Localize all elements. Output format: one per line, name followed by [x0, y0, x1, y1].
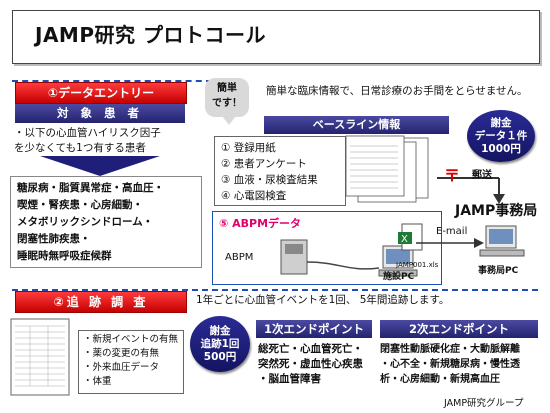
baseline-reward-line-2: データ１件	[474, 129, 528, 142]
secondary-endpoint-header: 2次エンドポイント	[380, 320, 538, 338]
checklist-item-4: ・体重	[83, 376, 112, 387]
primary-item-2: 突然死・虚血性心疾患	[258, 358, 363, 370]
down-arrow-icon	[40, 156, 160, 176]
followup-reward-badge: 謝金 追跡1回 500円	[190, 316, 250, 372]
condition-line-3: メタボリックシンドローム・	[17, 216, 154, 228]
followup-reward-line-3: 500円	[203, 350, 237, 363]
office-pc-label: 事務局PC	[478, 266, 519, 276]
callout-tail	[222, 116, 236, 125]
followup-description: 1年ごとに心血管イベントを1回、 5年間追跡します。	[196, 294, 450, 306]
followup-reward-line-1: 謝金	[209, 324, 231, 337]
checklist-item-1: ・新規イベントの有無	[83, 334, 179, 345]
criteria-text: ・以下の心血管ハイリスク因子 を少なくても1つ有する患者	[14, 126, 204, 156]
condition-line-1: 糖尿病・脂質異常症・高血圧・	[17, 182, 164, 194]
target-patients-header: 対 象 患 者	[15, 104, 185, 123]
primary-endpoint-list: 総死亡・心血管死亡・ 突然死・虚血性心疾患 ・脳血管障害	[258, 342, 363, 387]
baseline-header: ベースライン情報	[264, 116, 449, 134]
criteria-line-2: を少なくても1つ有する患者	[14, 142, 146, 154]
followup-checklist-box: ・新規イベントの有無 ・薬の変更の有無 ・外来血圧データ ・体重	[78, 330, 184, 394]
intro-text: 簡単な臨床情報で、日常診療のお手間をとらせません。	[266, 85, 528, 97]
baseline-list: ① 登録用紙 ② 患者アンケート ③ 血液・尿検査結果 ④ 心電図検査	[221, 140, 318, 204]
mail-arrow-icon	[437, 177, 505, 204]
secondary-item-1: 閉塞性動脈硬化症・大動脈解離	[380, 344, 520, 355]
simple-callout-line-2: です！	[212, 98, 242, 109]
section1-divider	[12, 80, 212, 82]
postal-mark: 〒	[444, 166, 461, 185]
conditions-list: 糖尿病・脂質異常症・高血圧・ 喫煙・腎疾患・心房細動・ メタボリックシンドローム…	[17, 180, 164, 265]
condition-line-2: 喫煙・腎疾患・心房細動・	[17, 199, 143, 211]
form-document-icon	[10, 318, 70, 396]
followup-checklist: ・新規イベントの有無 ・薬の変更の有無 ・外来血圧データ ・体重	[83, 333, 178, 389]
checklist-item-2: ・薬の変更の有無	[83, 348, 160, 359]
footer-credit: JAMP研究グループ	[444, 398, 524, 409]
conditions-box: 糖尿病・脂質異常症・高血圧・ 喫煙・腎疾患・心房細動・ メタボリックシンドローム…	[10, 176, 202, 268]
primary-item-3: ・脳血管障害	[258, 373, 321, 385]
baseline-reward-badge: 謝金 データ１件 1000円	[467, 110, 535, 162]
criteria-line-1: ・以下の心血管ハイリスク因子	[14, 127, 161, 139]
office-pc-icon	[479, 225, 525, 257]
baseline-item-2: ② 患者アンケート	[221, 158, 307, 170]
condition-line-5: 睡眠時無呼吸症候群	[17, 250, 112, 262]
abpm-item: ⑤ ABPMデータ	[219, 217, 302, 230]
secondary-item-2: ・心不全・新規糖尿病・慢性透	[380, 359, 520, 370]
mail-label: 郵送	[472, 170, 492, 181]
facility-pc-label: 施設PC	[383, 272, 415, 282]
simple-callout: 簡単 です！	[205, 78, 249, 117]
baseline-item-3: ③ 血液・尿検査結果	[221, 174, 318, 186]
secondary-endpoint-list: 閉塞性動脈硬化症・大動脈解離 ・心不全・新規糖尿病・慢性透 析・心房細動・新規高…	[380, 342, 520, 387]
checklist-item-3: ・外来血圧データ	[83, 362, 160, 373]
documents-icon	[345, 135, 429, 203]
section2-divider	[12, 289, 538, 291]
baseline-reward-line-1: 謝金	[490, 116, 512, 129]
primary-item-1: 総死亡・心血管死亡・	[258, 343, 363, 355]
title-box: JAMP研究 プロトコール	[12, 10, 540, 64]
office-title: JAMP事務局	[455, 203, 538, 219]
followup-reward-line-2: 追跡1回	[200, 337, 240, 350]
svg-text:X: X	[401, 234, 408, 245]
baseline-reward-line-3: 1000円	[481, 142, 521, 155]
followup-header: ②追 跡 調 査	[15, 291, 187, 313]
condition-line-4: 閉塞性肺疾患・	[17, 233, 91, 245]
primary-endpoint-header: 1次エンドポイント	[256, 320, 372, 338]
simple-callout-line-1: 簡単	[217, 83, 237, 94]
data-entry-header: ①データエントリー	[15, 82, 187, 104]
email-label: E-mail	[436, 226, 468, 237]
baseline-items-box: ① 登録用紙 ② 患者アンケート ③ 血液・尿検査結果 ④ 心電図検査	[214, 136, 346, 206]
baseline-item-4: ④ 心電図検査	[221, 190, 287, 202]
file-name-label: JAMP001.xls	[396, 261, 439, 269]
page-title: JAMP研究 プロトコール	[35, 23, 266, 47]
secondary-item-3: 析・心房細動・新規高血圧	[380, 374, 500, 385]
abpm-box: ⑤ ABPMデータ ABPM 施設PC	[212, 211, 442, 285]
abpm-device-icon	[280, 239, 418, 277]
abpm-label: ABPM	[225, 252, 254, 263]
email-arrow-icon	[416, 238, 484, 248]
baseline-item-1: ① 登録用紙	[221, 142, 276, 154]
